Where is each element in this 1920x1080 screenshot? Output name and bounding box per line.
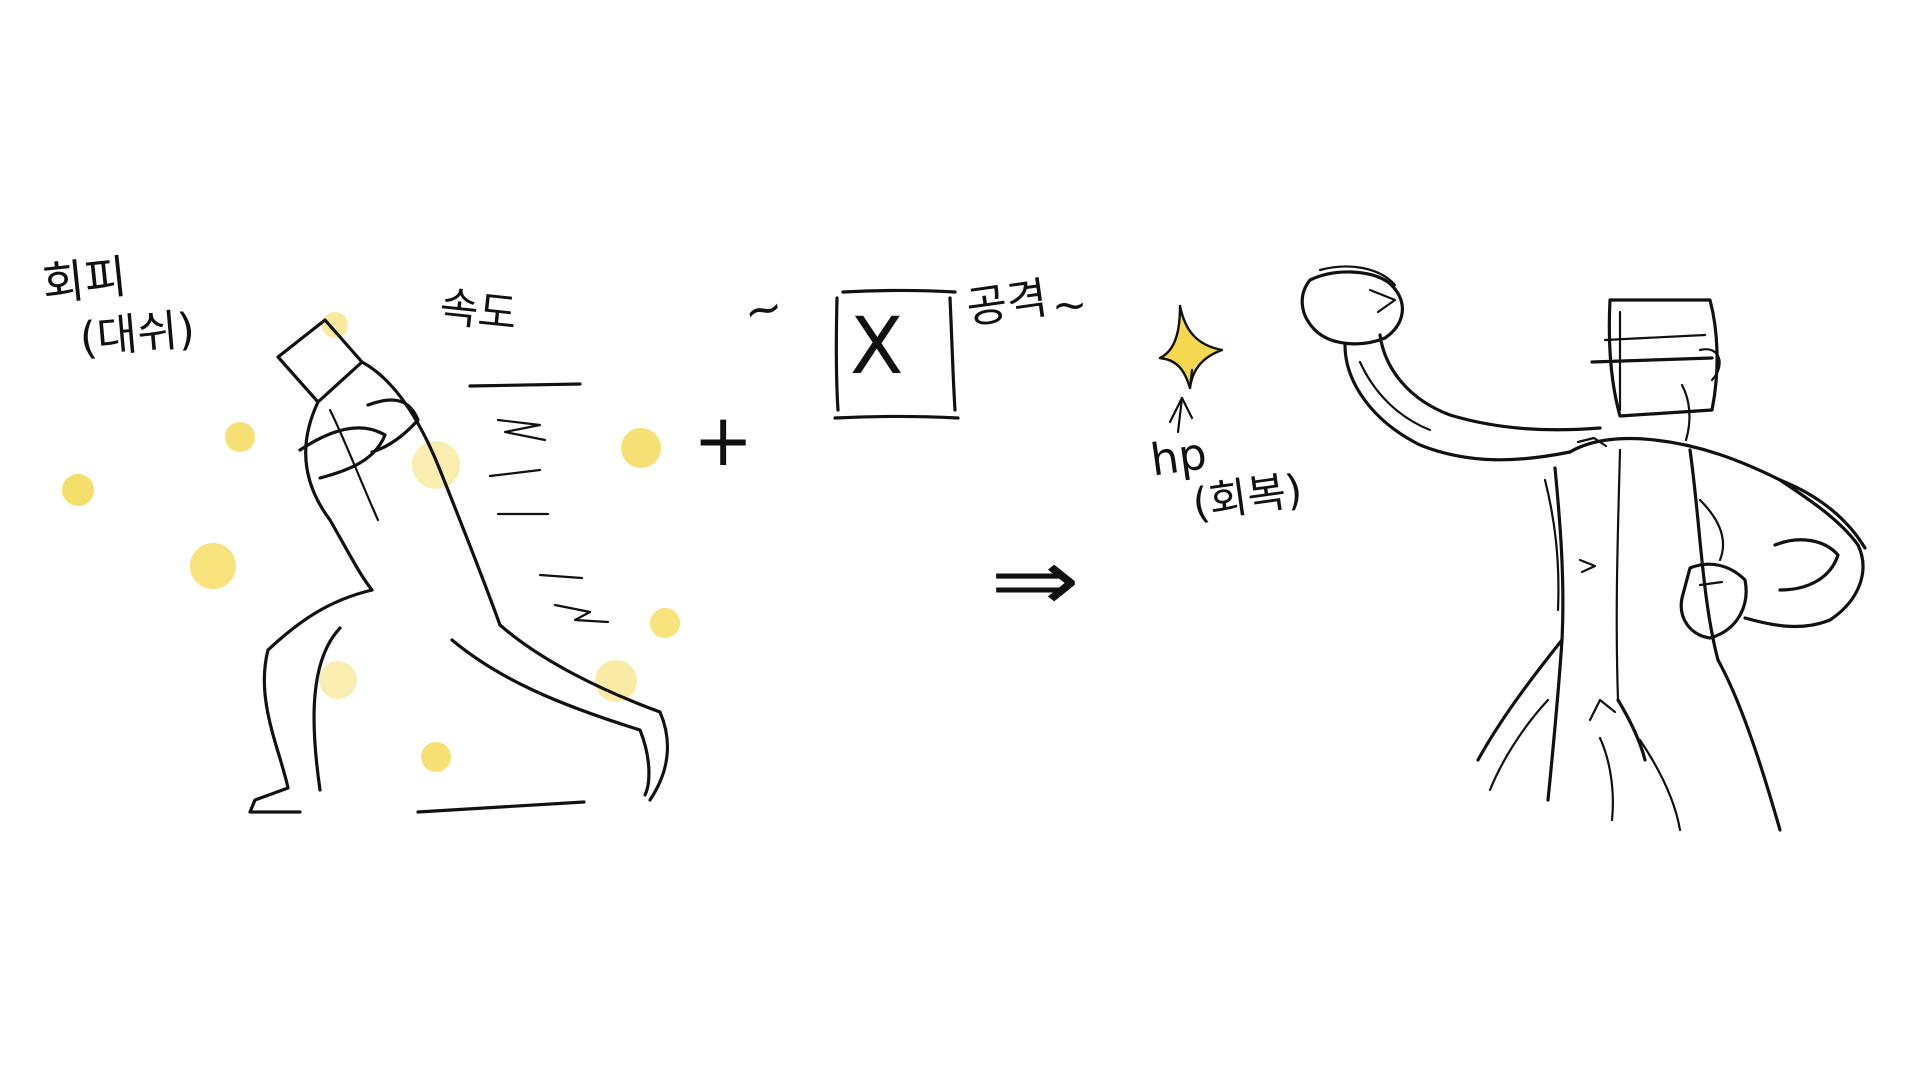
evade-sub-label: (대쉬) <box>77 303 197 365</box>
plus-sign: + <box>693 398 754 482</box>
afterimage-dot <box>190 543 236 589</box>
key-box-icon <box>833 288 960 420</box>
afterimage-dot <box>225 422 255 452</box>
afterimage-dot <box>621 428 661 468</box>
chest-detail <box>1698 498 1725 562</box>
dodger-arm <box>298 426 387 480</box>
result-arrow: ⇒ <box>990 531 1081 631</box>
evade-label: 회피 <box>39 249 130 312</box>
torso-center-seam <box>1615 448 1622 702</box>
attack-label: 공격 <box>963 272 1051 335</box>
key-label: X <box>850 302 904 392</box>
powered-figure <box>1158 265 1867 832</box>
afterimage-dot <box>62 474 94 506</box>
key-box-right <box>948 296 957 412</box>
speed-line <box>488 468 542 478</box>
hip-arm-inner <box>1773 538 1840 592</box>
ground-line <box>416 800 586 814</box>
raised-arm-upper <box>1343 343 1572 462</box>
afterimage-dot <box>319 661 357 699</box>
dodger-head <box>276 318 364 404</box>
coat-tail-left-inner <box>1488 698 1550 792</box>
coat-tail-right <box>1716 658 1782 832</box>
afterimage-dot <box>322 312 348 338</box>
leg-right <box>1638 738 1682 832</box>
cap-brim <box>1590 356 1714 364</box>
coat-tail-center <box>1616 698 1647 762</box>
dodger-front-leg-inner <box>450 638 651 797</box>
arrow-up-shaft <box>1176 396 1184 434</box>
dodger-front <box>360 360 502 627</box>
tilde-after-attack: ~ <box>1052 280 1088 329</box>
torso-right <box>1688 448 1720 662</box>
cap-band <box>1603 333 1707 342</box>
dodging-figure <box>62 312 680 814</box>
torso-left <box>1546 466 1565 802</box>
speed-line <box>553 603 610 624</box>
afterimage-dot <box>421 742 451 772</box>
speed-lines <box>468 382 610 624</box>
dodger-back <box>304 400 374 592</box>
raised-fist-sketch <box>1318 265 1397 287</box>
dodger-front-leg <box>498 623 670 802</box>
raised-fist-fingers <box>1368 288 1397 314</box>
speed-line <box>538 573 584 580</box>
hip-fist <box>1679 562 1748 640</box>
sparkle-icon <box>1158 304 1224 390</box>
speed-label: 속도 <box>437 282 520 339</box>
ear <box>1698 348 1721 382</box>
collar <box>1576 436 1608 448</box>
dodger-back-leg <box>248 588 374 814</box>
hip-arm-outer <box>1743 478 1865 629</box>
hp-label: hp <box>1147 428 1210 487</box>
key-box-bottom <box>833 414 960 420</box>
sparkle-tail <box>1188 368 1194 390</box>
afterimage-dot <box>650 608 680 638</box>
raised-fist <box>1300 270 1404 346</box>
button-detail <box>1578 558 1597 574</box>
afterimage-dot <box>412 441 460 489</box>
speed-line <box>468 382 582 388</box>
key-box-top <box>841 288 957 294</box>
raised-arm-bicep <box>1358 360 1432 432</box>
shoulder-line <box>1568 436 1867 550</box>
afterimage-dots <box>62 312 680 772</box>
dodger-arm-upper <box>366 398 420 454</box>
arrow-up-icon <box>1168 396 1194 434</box>
dodger-coat-fold <box>328 408 380 522</box>
speed-line <box>496 418 547 442</box>
leg-fold <box>1588 698 1617 722</box>
coat-tail-left <box>1476 638 1564 762</box>
dodger-back-leg-inner <box>312 626 342 792</box>
leg-left <box>1598 736 1614 822</box>
jaw-line <box>1680 383 1691 442</box>
hip-fist-knuckle <box>1698 580 1724 587</box>
torso-shadow <box>1543 478 1560 612</box>
raised-arm-lower <box>1378 333 1602 432</box>
key-box-left <box>834 296 840 412</box>
